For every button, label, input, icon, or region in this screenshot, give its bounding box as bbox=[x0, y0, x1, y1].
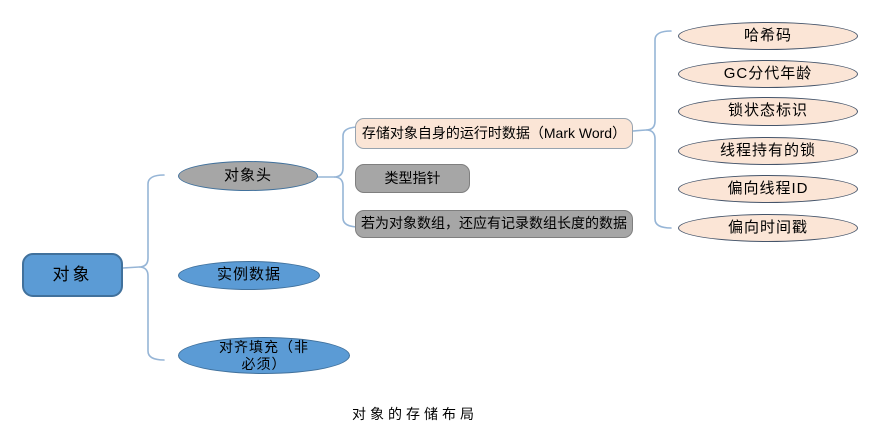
node-field-thread-lock: 线程持有的锁 bbox=[678, 137, 858, 165]
node-array-length-label: 若为对象数组，还应有记录数组长度的数据 bbox=[361, 215, 627, 232]
node-object-header: 对象头 bbox=[178, 161, 318, 191]
node-type-pointer: 类型指针 bbox=[355, 164, 470, 193]
node-field-biased-thread-id: 偏向线程ID bbox=[678, 175, 858, 203]
node-mark-word: 存储对象自身的运行时数据（Mark Word） bbox=[355, 118, 633, 149]
node-type-pointer-label: 类型指针 bbox=[384, 169, 441, 186]
brace-object-to-sections bbox=[138, 174, 165, 361]
node-field-gc-age: GC分代年龄 bbox=[678, 60, 858, 88]
node-field-lock-flag-label: 锁状态标识 bbox=[727, 102, 808, 120]
node-field-biased-timestamp: 偏向时间戳 bbox=[678, 214, 858, 242]
connector-markword-to-brace bbox=[632, 129, 647, 132]
node-field-thread-lock-label: 线程持有的锁 bbox=[719, 141, 816, 159]
node-alignment-padding: 对齐填充（非必须） bbox=[178, 337, 350, 374]
node-instance-data: 实例数据 bbox=[178, 261, 320, 290]
node-field-biased-timestamp-label: 偏向时间戳 bbox=[727, 218, 808, 236]
node-object-label: 对象 bbox=[52, 265, 93, 285]
node-object-header-label: 对象头 bbox=[223, 166, 272, 184]
connector-object-to-brace bbox=[122, 266, 140, 269]
diagram-caption: 对象的存储布局 bbox=[352, 406, 478, 422]
node-field-biased-thread-id-label: 偏向线程ID bbox=[727, 179, 809, 197]
node-mark-word-label: 存储对象自身的运行时数据（Mark Word） bbox=[361, 124, 627, 141]
node-array-length: 若为对象数组，还应有记录数组长度的数据 bbox=[355, 210, 633, 238]
node-field-lock-flag: 锁状态标识 bbox=[678, 97, 858, 126]
node-field-gc-age-label: GC分代年龄 bbox=[723, 64, 813, 82]
node-instance-data-label: 实例数据 bbox=[216, 266, 281, 284]
brace-markword-to-fields bbox=[645, 30, 672, 229]
node-field-hash-code-label: 哈希码 bbox=[743, 26, 792, 44]
node-alignment-padding-label: 对齐填充（非必须） bbox=[219, 338, 309, 372]
node-field-hash-code: 哈希码 bbox=[678, 22, 858, 50]
node-object: 对象 bbox=[22, 253, 123, 297]
